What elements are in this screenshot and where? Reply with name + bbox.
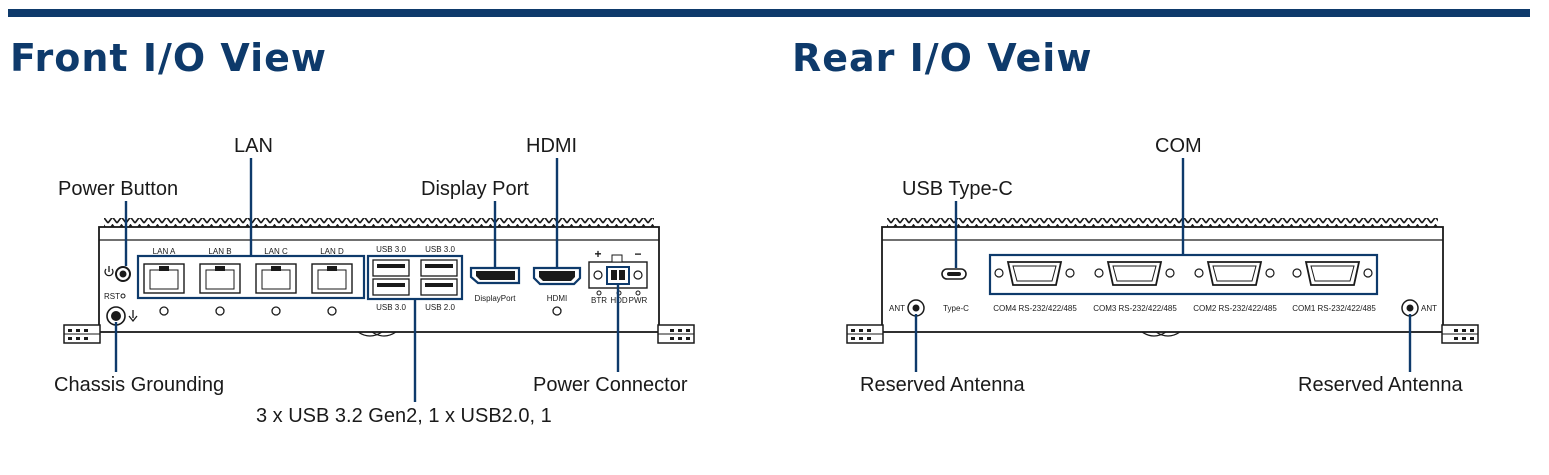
usb-type-c-port bbox=[941, 268, 967, 280]
com1-label: COM1 RS-232/422/485 bbox=[1292, 304, 1376, 313]
usb-port-bottom-right bbox=[420, 278, 458, 296]
power-button-callout: Power Button bbox=[58, 178, 179, 200]
lan-port-c bbox=[255, 263, 297, 294]
usb-callout: 3 x USB 3.2 Gen2, 1 x USB2.0, 1 bbox=[256, 405, 552, 427]
rst-label: RST bbox=[104, 292, 120, 301]
type-c-label: Type-C bbox=[943, 304, 969, 313]
front-io-title: Front I/O View bbox=[10, 36, 328, 80]
header-bar bbox=[8, 9, 1530, 17]
usb-bottom-left-label: USB 3.0 bbox=[376, 303, 406, 312]
display-port-callout: Display Port bbox=[421, 178, 529, 200]
usb-port-top-right bbox=[420, 259, 458, 277]
power-button bbox=[115, 266, 131, 282]
com3-port bbox=[1094, 261, 1175, 286]
com4-label: COM4 RS-232/422/485 bbox=[993, 304, 1077, 313]
com2-port bbox=[1194, 261, 1275, 286]
hdmi-port-label: HDMI bbox=[547, 294, 567, 303]
reserved-antenna-right-callout: Reserved Antenna bbox=[1298, 374, 1463, 396]
com2-label: COM2 RS-232/422/485 bbox=[1193, 304, 1277, 313]
front-left-foot bbox=[63, 324, 101, 344]
ant-left-label: ANT bbox=[889, 304, 905, 313]
lan-port-a bbox=[143, 263, 185, 294]
usb-top-left-label: USB 3.0 bbox=[376, 245, 406, 254]
displayport-label: DisplayPort bbox=[475, 294, 517, 303]
rear-right-foot bbox=[1441, 324, 1479, 344]
usb-port-top-left bbox=[372, 259, 410, 277]
power-connector bbox=[588, 254, 648, 289]
rear-io-title: Rear I/O Veiw bbox=[792, 36, 1093, 80]
rear-chassis bbox=[846, 218, 1479, 344]
lan-c-label: LAN C bbox=[264, 247, 288, 256]
lan-callout: LAN bbox=[234, 135, 273, 157]
hdmi-port bbox=[532, 266, 582, 286]
btr-label: BTR bbox=[591, 296, 607, 305]
usb-bottom-right-label: USB 2.0 bbox=[425, 303, 455, 312]
antenna-left bbox=[907, 299, 925, 317]
ant-right-label: ANT bbox=[1421, 304, 1437, 313]
rst-hole bbox=[120, 293, 126, 299]
pwr-led bbox=[635, 290, 641, 296]
usb-type-c-callout: USB Type-C bbox=[902, 178, 1013, 200]
lan-d-label: LAN D bbox=[320, 247, 344, 256]
power-connector-callout: Power Connector bbox=[533, 374, 688, 396]
com3-label: COM3 RS-232/422/485 bbox=[1093, 304, 1177, 313]
hdmi-callout: HDMI bbox=[526, 135, 578, 157]
displayport-port bbox=[469, 266, 521, 285]
antenna-right bbox=[1401, 299, 1419, 317]
com4-port bbox=[994, 261, 1075, 286]
com1-port bbox=[1292, 261, 1373, 286]
front-right-foot bbox=[657, 324, 695, 344]
rear-leader-lines bbox=[914, 158, 1412, 372]
lan-a-label: LAN A bbox=[153, 247, 176, 256]
usb-port-bottom-left bbox=[372, 278, 410, 296]
lan-port-d bbox=[311, 263, 353, 294]
chassis-grounding-callout: Chassis Grounding bbox=[54, 374, 225, 396]
usb-top-right-label: USB 3.0 bbox=[425, 245, 455, 254]
lan-c-led bbox=[271, 306, 281, 316]
lan-b-led bbox=[215, 306, 225, 316]
btr-led bbox=[596, 290, 602, 296]
power-plus-label: + bbox=[594, 247, 601, 261]
reserved-antenna-left-callout: Reserved Antenna bbox=[860, 374, 1025, 396]
lan-port-b bbox=[199, 263, 241, 294]
hdmi-led bbox=[552, 306, 562, 316]
lan-b-label: LAN B bbox=[208, 247, 231, 256]
lan-a-led bbox=[159, 306, 169, 316]
power-icon bbox=[104, 266, 114, 277]
power-minus-label: − bbox=[634, 247, 641, 261]
com-callout: COM bbox=[1155, 135, 1202, 157]
ground-icon bbox=[128, 310, 138, 323]
lan-d-led bbox=[327, 306, 337, 316]
pwr-label: PWR bbox=[629, 296, 648, 305]
front-leader-lines bbox=[114, 158, 620, 402]
rear-left-foot bbox=[846, 324, 884, 344]
